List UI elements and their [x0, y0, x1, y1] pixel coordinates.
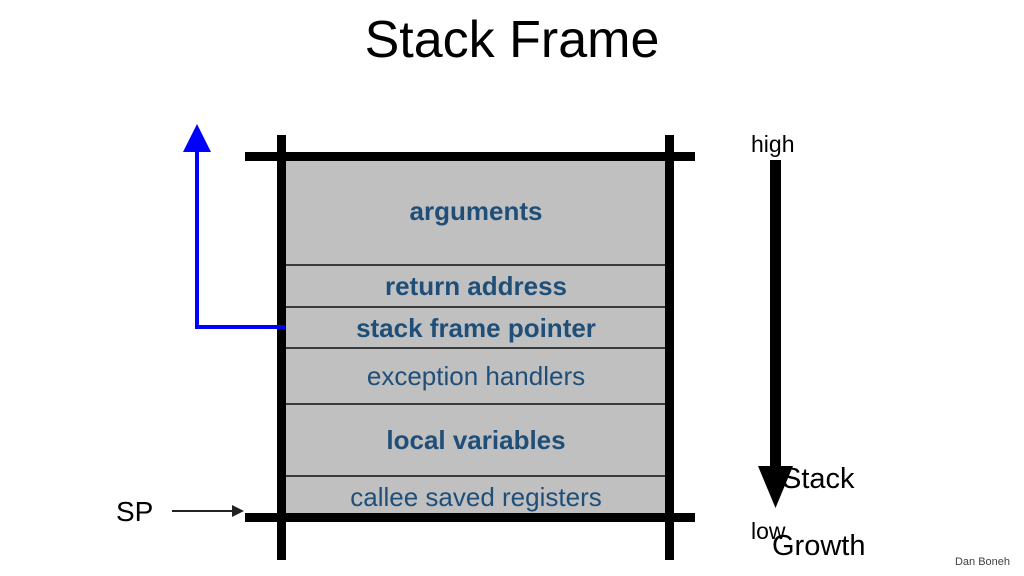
stack-growth-line-1: Stack — [782, 463, 855, 496]
frame-left-rail — [277, 135, 286, 560]
segment-label: return address — [384, 271, 568, 301]
stack-frame-diagram: arguments return address stack frame poi… — [245, 125, 705, 560]
segment-label: arguments — [409, 196, 543, 226]
high-address-label: high — [751, 131, 795, 157]
frame-top-boundary — [245, 152, 695, 161]
page-title: Stack Frame — [364, 11, 660, 69]
segment-label: callee saved registers — [350, 481, 602, 512]
segment-label: local variables — [386, 425, 566, 455]
stack-segment-stack-frame-pointer[interactable]: stack frame pointer — [282, 307, 670, 348]
frame-bottom-boundary — [245, 513, 695, 522]
stack-segment-local-variables[interactable]: local variables — [282, 404, 670, 476]
stack-growth-arrow-icon — [758, 160, 793, 508]
stack-segment-return-address[interactable]: return address — [282, 265, 670, 307]
stack-segment-arguments[interactable]: arguments — [282, 157, 670, 265]
frame-pointer-arrow-icon — [183, 124, 285, 329]
sp-arrow-icon — [172, 505, 244, 517]
frame-right-rail — [665, 135, 674, 560]
stack-growth-line-2: Growth — [772, 530, 866, 563]
stack-segment-exception-handlers[interactable]: exception handlers — [282, 348, 670, 404]
sp-label: SP — [116, 496, 154, 527]
stack-growth-label: Stack Growth — [772, 430, 932, 576]
segment-label: stack frame pointer — [356, 312, 596, 343]
author-credit: Dan Boneh — [954, 556, 1010, 568]
segment-label: exception handlers — [366, 361, 586, 391]
low-address-label: low — [751, 518, 786, 544]
stack-segment-callee-saved-registers[interactable]: callee saved registers — [282, 476, 670, 517]
